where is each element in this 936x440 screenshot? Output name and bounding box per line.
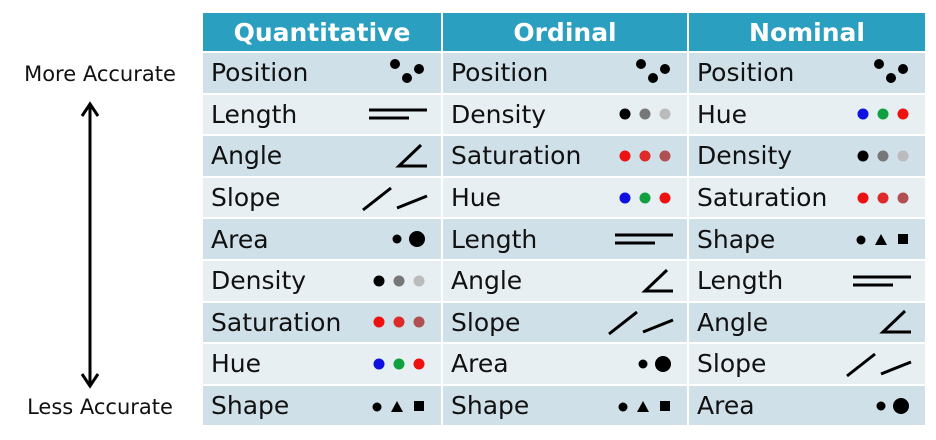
position-icon <box>385 53 429 93</box>
encoding-label: Saturation <box>211 307 342 337</box>
saturation-icon <box>853 178 913 218</box>
table-cell: Position <box>443 51 689 93</box>
table-cell: Density <box>443 92 689 135</box>
encoding-label: Position <box>211 58 309 88</box>
table-cell: Hue <box>443 175 689 218</box>
encoding-label: Position <box>451 58 549 88</box>
hue-icon <box>615 178 675 218</box>
encoding-label: Shape <box>211 391 290 421</box>
table-cell: Area <box>203 217 443 259</box>
encoding-label: Area <box>697 391 755 421</box>
column-header-ordinal: Ordinal <box>443 13 689 51</box>
encoding-label: Angle <box>451 266 523 296</box>
encoding-label: Hue <box>697 99 748 129</box>
angle-icon <box>641 261 675 301</box>
column-header-quantitative: Quantitative <box>203 13 443 51</box>
table-cell: Shape <box>689 217 925 259</box>
saturation-icon <box>615 136 675 176</box>
table-cell: Slope <box>203 175 443 218</box>
table-cell: Density <box>203 258 443 301</box>
encoding-label: Length <box>211 99 298 129</box>
encoding-label: Angle <box>211 141 283 171</box>
length-icon <box>851 261 913 301</box>
encoding-label: Slope <box>211 183 281 213</box>
encoding-label: Length <box>451 224 538 254</box>
table-cell: Length <box>203 92 443 135</box>
encoding-label: Shape <box>697 224 776 254</box>
encoding-label: Saturation <box>697 183 828 213</box>
table-cell: Hue <box>689 92 925 135</box>
table-cell: Position <box>689 51 925 93</box>
encoding-label: Density <box>697 141 793 171</box>
angle-icon <box>395 136 429 176</box>
encoding-label: Angle <box>697 307 769 337</box>
position-icon <box>869 53 913 93</box>
encoding-label: Density <box>211 266 307 296</box>
encoding-label: Position <box>697 58 795 88</box>
slope-icon <box>607 302 675 342</box>
table-cell: Area <box>443 342 689 384</box>
position-icon <box>631 53 675 93</box>
table-cell: Angle <box>203 134 443 176</box>
density-icon <box>853 136 913 176</box>
encoding-label: Slope <box>697 349 767 379</box>
encoding-label: Area <box>211 224 269 254</box>
encoding-label: Length <box>697 266 784 296</box>
table-cell: Saturation <box>443 134 689 176</box>
hue-icon <box>853 94 913 134</box>
area-icon <box>389 219 429 259</box>
saturation-icon <box>369 302 429 342</box>
table-cell: Slope <box>443 300 689 343</box>
column-header-nominal: Nominal <box>689 13 925 51</box>
shape-icon <box>615 386 675 426</box>
table-cell: Area <box>689 383 925 426</box>
hue-icon <box>369 344 429 384</box>
encoding-label: Area <box>451 349 509 379</box>
encoding-label: Hue <box>211 349 262 379</box>
encoding-label: Saturation <box>451 141 582 171</box>
area-icon <box>635 344 675 384</box>
table-cell: Density <box>689 134 925 176</box>
table-cell: Hue <box>203 342 443 384</box>
length-icon <box>613 219 675 259</box>
area-icon <box>873 386 913 426</box>
angle-icon <box>879 302 913 342</box>
table-cell: Angle <box>689 300 925 343</box>
table-cell: Shape <box>443 383 689 426</box>
encoding-label: Hue <box>451 183 502 213</box>
slope-icon <box>845 344 913 384</box>
slope-icon <box>361 178 429 218</box>
more-accurate-label: More Accurate <box>24 62 176 86</box>
density-icon <box>369 261 429 301</box>
table-cell: Shape <box>203 383 443 426</box>
table-cell: Position <box>203 51 443 93</box>
table-cell: Length <box>689 258 925 301</box>
accuracy-arrow-icon <box>80 101 100 389</box>
table-cell: Length <box>443 217 689 259</box>
shape-icon <box>853 219 913 259</box>
shape-icon <box>369 386 429 426</box>
table-cell: Saturation <box>689 175 925 218</box>
table-cell: Slope <box>689 342 925 384</box>
table-cell: Saturation <box>203 300 443 343</box>
length-icon <box>367 94 429 134</box>
encoding-label: Density <box>451 99 547 129</box>
encoding-label: Slope <box>451 307 521 337</box>
encoding-label: Shape <box>451 391 530 421</box>
table-cell: Angle <box>443 258 689 301</box>
density-icon <box>615 94 675 134</box>
less-accurate-label: Less Accurate <box>27 395 173 419</box>
